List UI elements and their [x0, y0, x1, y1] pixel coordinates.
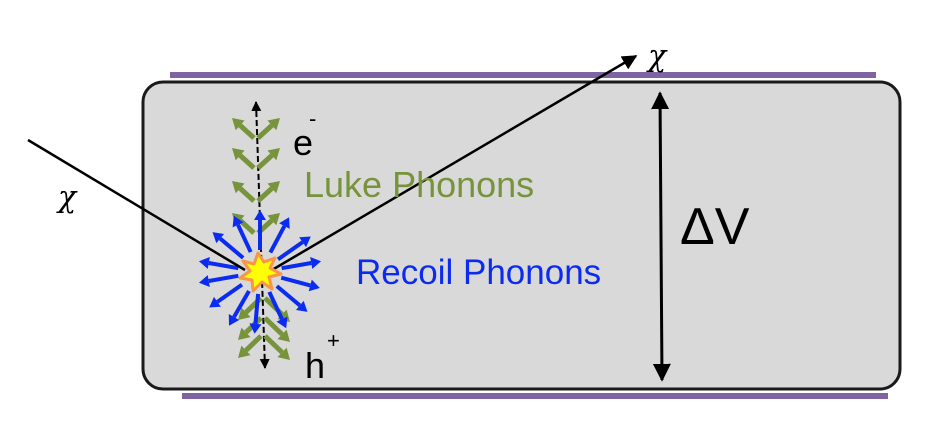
blue-arrow-icon	[232, 215, 253, 253]
blue-arrow-icon	[212, 232, 245, 260]
blue-arrow-icon	[249, 293, 262, 334]
bottom-electrode	[182, 393, 888, 399]
green-arrow-icon	[238, 334, 263, 358]
outgoing-particle-track	[271, 54, 638, 272]
blue-arrow-icon	[280, 275, 320, 292]
blue-arrow-icon	[281, 257, 322, 271]
green-arrow-icon	[232, 118, 256, 140]
blue-arrow-icon	[276, 236, 311, 262]
top-electrode	[170, 72, 876, 78]
blue-arrow-icon	[209, 282, 244, 308]
detector-crystal	[141, 80, 902, 391]
star-burst-icon	[238, 251, 283, 293]
electron-label: e	[293, 122, 313, 163]
chi-outgoing-label: χ	[646, 39, 668, 74]
hole-charge-sign: +	[327, 328, 340, 353]
recoil-phonons-label: Recoil Phonons	[356, 253, 601, 292]
recoil-phonon-arrows	[198, 210, 322, 334]
blue-arrow-icon	[254, 210, 266, 250]
incoming-particle-track	[27, 138, 246, 272]
green-arrow-icon	[256, 118, 280, 140]
voltage-double-arrow	[651, 91, 671, 382]
blue-arrow-icon	[198, 273, 239, 287]
green-arrow-icon	[263, 334, 290, 360]
charge-path-line	[251, 101, 270, 369]
blue-arrow-icon	[198, 257, 239, 271]
green-arrow-icon	[232, 181, 256, 203]
voltage-label: ΔV	[680, 198, 750, 256]
blue-arrow-icon	[275, 284, 308, 312]
green-arrow-icon	[263, 316, 290, 342]
green-arrow-icon	[232, 148, 256, 170]
blue-arrow-icon	[267, 291, 288, 329]
hole-label: h	[305, 345, 325, 386]
luke-phonons-label: Luke Phonons	[304, 164, 534, 205]
green-arrow-icon	[256, 181, 280, 203]
blue-arrow-icon	[268, 217, 290, 254]
electron-charge-sign: -	[309, 106, 316, 131]
green-arrow-icon	[256, 148, 280, 170]
luke-phonon-arrows	[232, 118, 290, 360]
chi-incoming-label: χ	[56, 180, 78, 215]
blue-arrow-icon	[228, 290, 251, 326]
